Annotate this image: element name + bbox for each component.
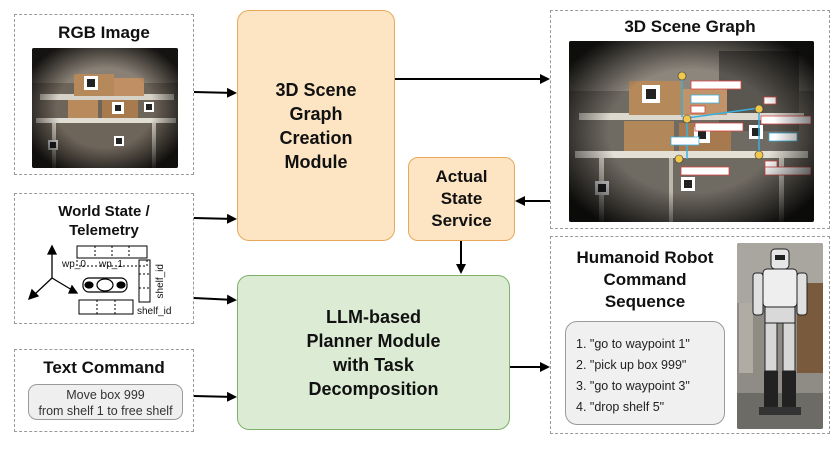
scene-graph-module-line3: Creation [279,127,353,148]
rgb-image-photo [32,48,178,168]
robot-panel-title: Humanoid Robot Command Sequence [559,247,731,313]
rgb-image-title: RGB Image [58,23,150,42]
scene-graph-module-line2: Graph [289,103,343,124]
label-shelf-horizontal: shelf_id [137,306,172,317]
robot-command-panel: Humanoid Robot Command Sequence 1. "go t… [550,236,830,434]
bottom-shelf-shape [78,299,134,315]
scene-graph-module-line4: Module [284,151,348,172]
humanoid-robot-photo [737,243,823,429]
side-shelf-shape [138,259,151,303]
text-command-title: Text Command [43,358,165,377]
text-command-line1: Move box 999 [66,388,145,402]
command-sequence-box: 1. "go to waypoint 1" 2. "pick up box 99… [565,321,725,425]
actual-state-service: Actual State Service [408,157,515,241]
world-state-panel: World State / Telemetry [14,193,194,324]
scene-graph-creation-module: 3D Scene Graph Creation Module [237,10,395,241]
text-command-line2: from shelf 1 to free shelf [38,404,173,418]
axes-icon [27,244,79,301]
actual-state-line2: State [440,189,483,208]
world-state-title-line1: World State / [58,203,150,220]
robot-title-line1: Humanoid Robot [576,248,714,267]
llm-planner-module: LLM-based Planner Module with Task Decom… [237,275,510,430]
actual-state-line1: Actual [435,167,488,186]
command-item-3: 3. "go to waypoint 3" [576,379,690,393]
planner-line4: Decomposition [308,378,439,399]
robot-title-line2: Command [603,270,687,289]
telemetry-diagram [27,244,151,315]
scene-graph-panel: 3D Scene Graph [550,10,830,229]
arrow-worldstate-to-scene-module [193,213,237,224]
text-command-panel: Text Command Move box 999 from shelf 1 t… [14,349,194,432]
command-item-4: 4. "drop shelf 5" [576,400,665,414]
top-shelf-shape [76,245,148,267]
scene-graph-panel-title: 3D Scene Graph [624,17,756,36]
scene-graph-image [569,41,814,222]
planner-line1: LLM-based [325,306,421,327]
planner-line2: Planner Module [306,330,441,351]
label-wp0: wp_0 [62,259,86,270]
command-item-2: 2. "pick up box 999" [576,358,687,372]
robot-topview-icon [82,277,128,293]
robot-title-line3: Sequence [604,292,686,311]
text-command-box: Move box 999 from shelf 1 to free shelf [28,384,183,420]
actual-state-line3: Service [431,211,492,230]
rgb-image-panel: RGB Image [14,14,194,175]
planner-line3: with Task [333,354,414,375]
command-item-1: 1. "go to waypoint 1" [576,337,690,351]
arrow-rgb-to-scene-module [193,87,237,98]
scene-graph-module-line1: 3D Scene [275,79,357,100]
world-state-title-line2: Telemetry [69,222,139,239]
arrow-worldstate-to-planner [193,294,237,305]
label-wp1: wp_1 [99,259,123,270]
arrow-textcommand-to-planner [193,391,237,402]
